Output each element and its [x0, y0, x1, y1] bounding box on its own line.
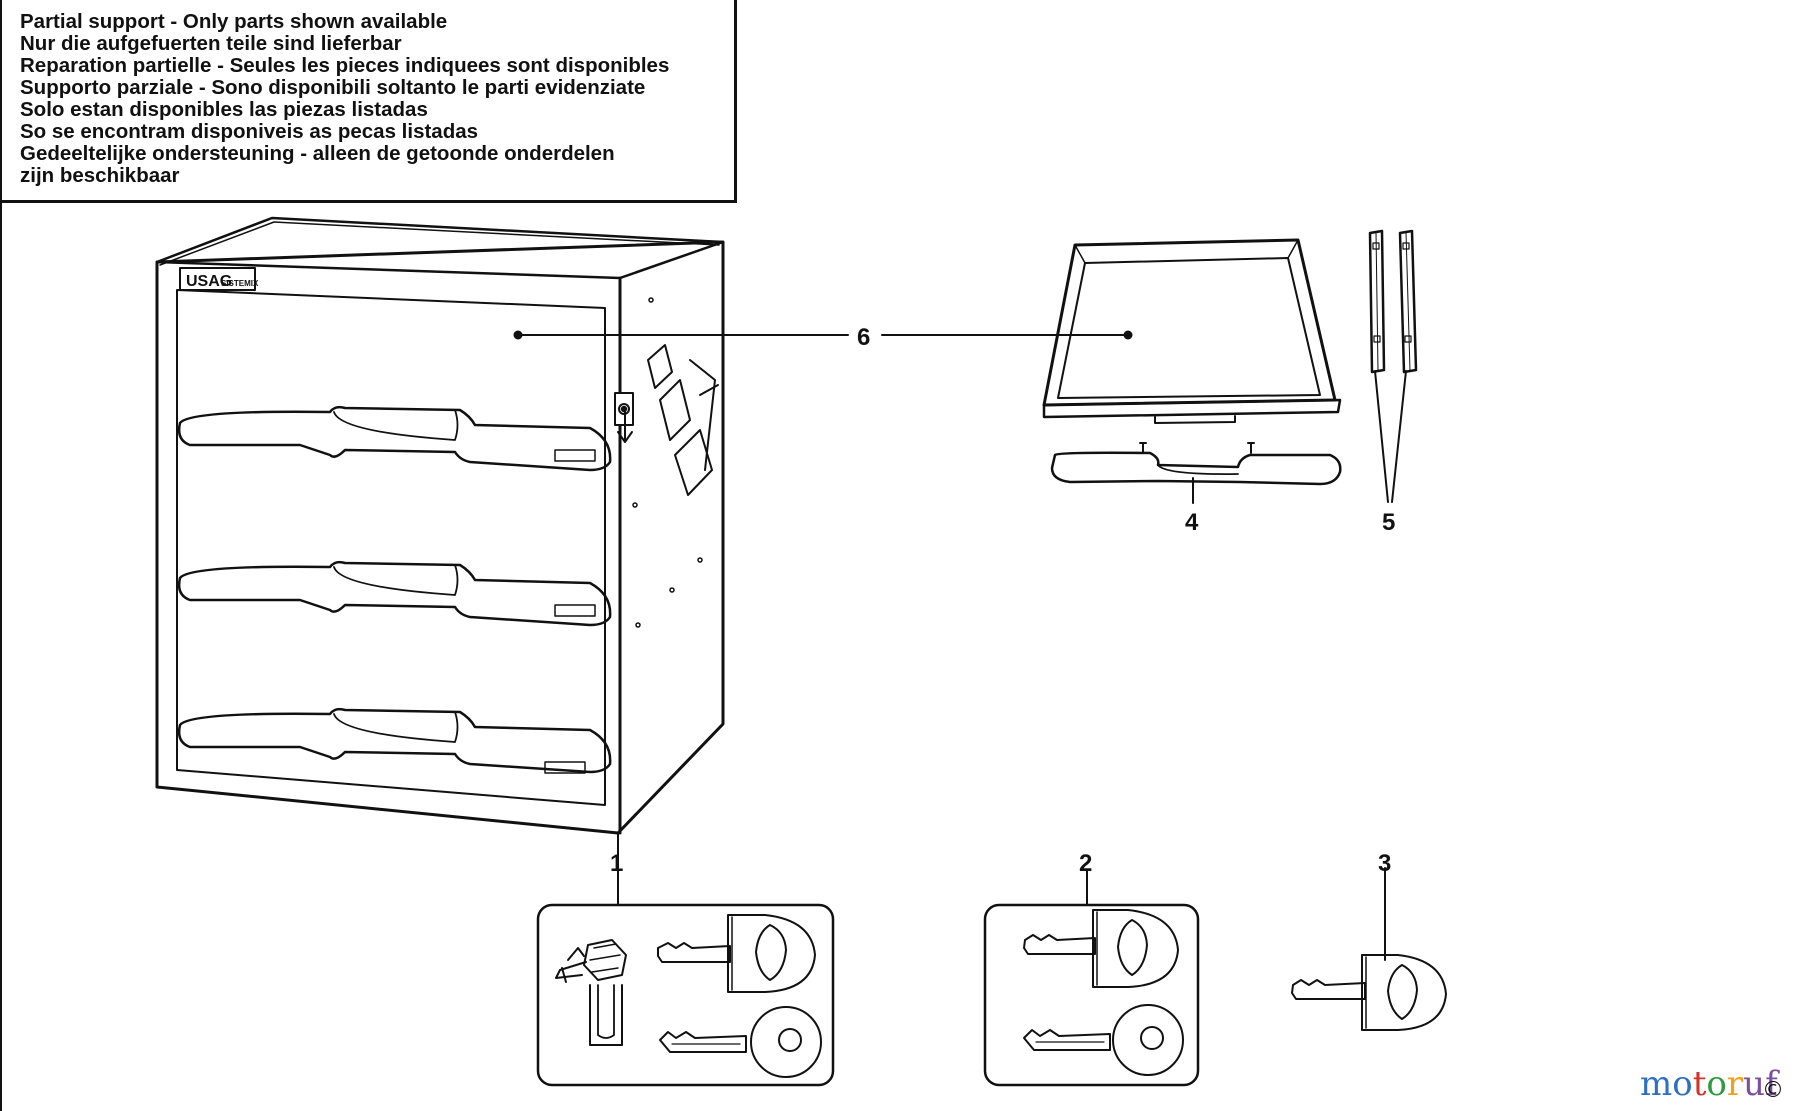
callout-5: 5 [1382, 509, 1395, 536]
cabinet-sublogo-text: SISTEMIX [221, 279, 259, 288]
watermark-letter: f [1765, 1064, 1778, 1104]
callout-4: 4 [1185, 509, 1199, 536]
drawer-handle-part [1050, 442, 1342, 486]
key-pair-box [983, 903, 1200, 1087]
drawer-handle-3 [177, 707, 612, 774]
callout-3: 3 [1378, 850, 1391, 877]
watermark-letter: o [1672, 1064, 1693, 1104]
single-key-drawing [1291, 954, 1447, 1031]
lock-kit-box [536, 903, 835, 1087]
watermark-letter: t [1692, 1064, 1707, 1104]
parts-availability-notice: Partial support - Only parts shown avail… [0, 0, 737, 203]
watermark-letter: u [1743, 1064, 1766, 1104]
notice-line-de: Nur die aufgefuerten teile sind lieferba… [20, 32, 402, 55]
notice-line-es: Solo estan disponibles las piezas listad… [20, 98, 428, 121]
callout-dot-cabinet [513, 330, 523, 340]
notice-line-fr: Reparation partielle - Seules les pieces… [20, 54, 670, 77]
callout-2: 2 [1079, 850, 1092, 877]
drawer-runners [1368, 229, 1418, 374]
callout-6: 6 [857, 324, 870, 351]
watermark-letter: r [1726, 1064, 1744, 1104]
watermark-letter: o [1706, 1064, 1727, 1104]
cabinet-drawing: USAG SISTEMIX [155, 216, 725, 835]
drawer-handle-2 [177, 560, 612, 627]
notice-line-pt: So se encontram disponiveis as pecas lis… [20, 120, 479, 143]
watermark-letter: m [1640, 1064, 1673, 1104]
watermark-logo: motoruf [1640, 1064, 1778, 1104]
frame-border-left [0, 203, 2, 1111]
cabinet-logo-text: USAG [186, 273, 232, 290]
notice-line-it: Supporto parziale - Sono disponibili sol… [20, 76, 646, 99]
notice-line-nl-cont: zijn beschikbaar [20, 164, 180, 187]
copyright-symbol: © [1762, 1078, 1784, 1103]
notice-line-en: Partial support - Only parts shown avail… [20, 10, 448, 33]
callout-1: 1 [610, 850, 623, 877]
callout-dot-drawer [1123, 330, 1133, 340]
drawer-handle-1 [177, 405, 612, 472]
notice-line-nl: Gedeeltelijke ondersteuning - alleen de … [20, 142, 615, 165]
drawer-drawing [1042, 238, 1342, 424]
callout-leaders [517, 334, 1407, 961]
